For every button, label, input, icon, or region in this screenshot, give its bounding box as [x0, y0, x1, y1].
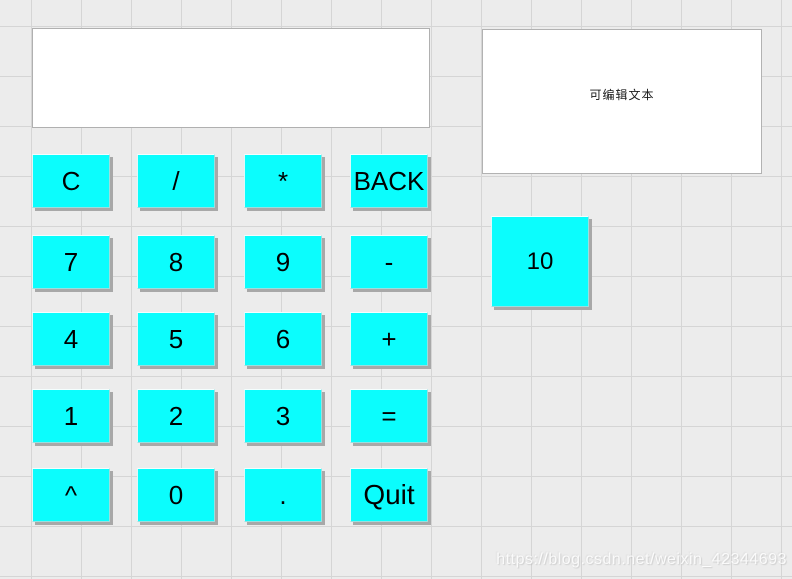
key-button-+[interactable]: +	[350, 312, 428, 366]
editable-text-area[interactable]: 可编辑文本	[482, 29, 762, 174]
result-value-button[interactable]: 10	[491, 216, 589, 307]
key-button-5[interactable]: 5	[137, 312, 215, 366]
key-button-0[interactable]: 0	[137, 468, 215, 522]
key-button-Quit[interactable]: Quit	[350, 468, 428, 522]
key-button-.[interactable]: .	[244, 468, 322, 522]
key-button-4[interactable]: 4	[32, 312, 110, 366]
key-button-BACK[interactable]: BACK	[350, 154, 428, 208]
editable-text-label: 可编辑文本	[589, 88, 655, 102]
key-button-C[interactable]: C	[32, 154, 110, 208]
key-button-7[interactable]: 7	[32, 235, 110, 289]
key-button-9[interactable]: 9	[244, 235, 322, 289]
key-button-^[interactable]: ^	[32, 468, 110, 522]
key-button-2[interactable]: 2	[137, 389, 215, 443]
key-button-3[interactable]: 3	[244, 389, 322, 443]
key-button-1[interactable]: 1	[32, 389, 110, 443]
key-button-6[interactable]: 6	[244, 312, 322, 366]
calculator-display[interactable]	[32, 28, 430, 128]
watermark-text: https://blog.csdn.net/weixin_42344693	[496, 551, 787, 568]
key-button--[interactable]: -	[350, 235, 428, 289]
key-button-=[interactable]: =	[350, 389, 428, 443]
key-button-*[interactable]: *	[244, 154, 322, 208]
key-button-8[interactable]: 8	[137, 235, 215, 289]
key-button-/[interactable]: /	[137, 154, 215, 208]
